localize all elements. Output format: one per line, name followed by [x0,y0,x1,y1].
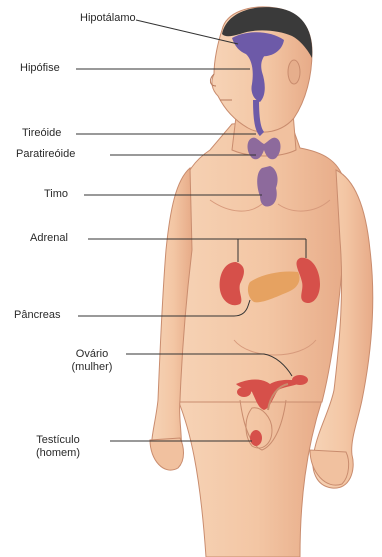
label-testiculo: Testículo (homem) [20,434,96,460]
label-pancreas: Pâncreas [14,309,60,322]
label-ovario: Ovário (mulher) [62,348,122,374]
label-testiculo-name: Testículo [20,434,96,447]
testicle-gland [250,430,262,446]
label-hipotalamo: Hipotálamo [80,12,136,25]
label-paratireoide: Paratireóide [16,148,75,161]
label-adrenal: Adrenal [30,232,68,245]
right-hand [310,450,349,485]
ovary-left [237,387,251,397]
label-ovario-note: (mulher) [62,361,122,374]
label-ovario-name: Ovário [62,348,122,361]
label-testiculo-note: (homem) [20,447,96,460]
ovary-right [292,375,308,385]
left-hand [150,438,184,470]
label-timo: Timo [44,188,68,201]
label-hipofise: Hipófise [20,62,60,75]
ear [288,60,300,84]
label-tireoide: Tireóide [22,127,61,140]
lower-body [178,400,322,557]
torso [169,120,345,402]
